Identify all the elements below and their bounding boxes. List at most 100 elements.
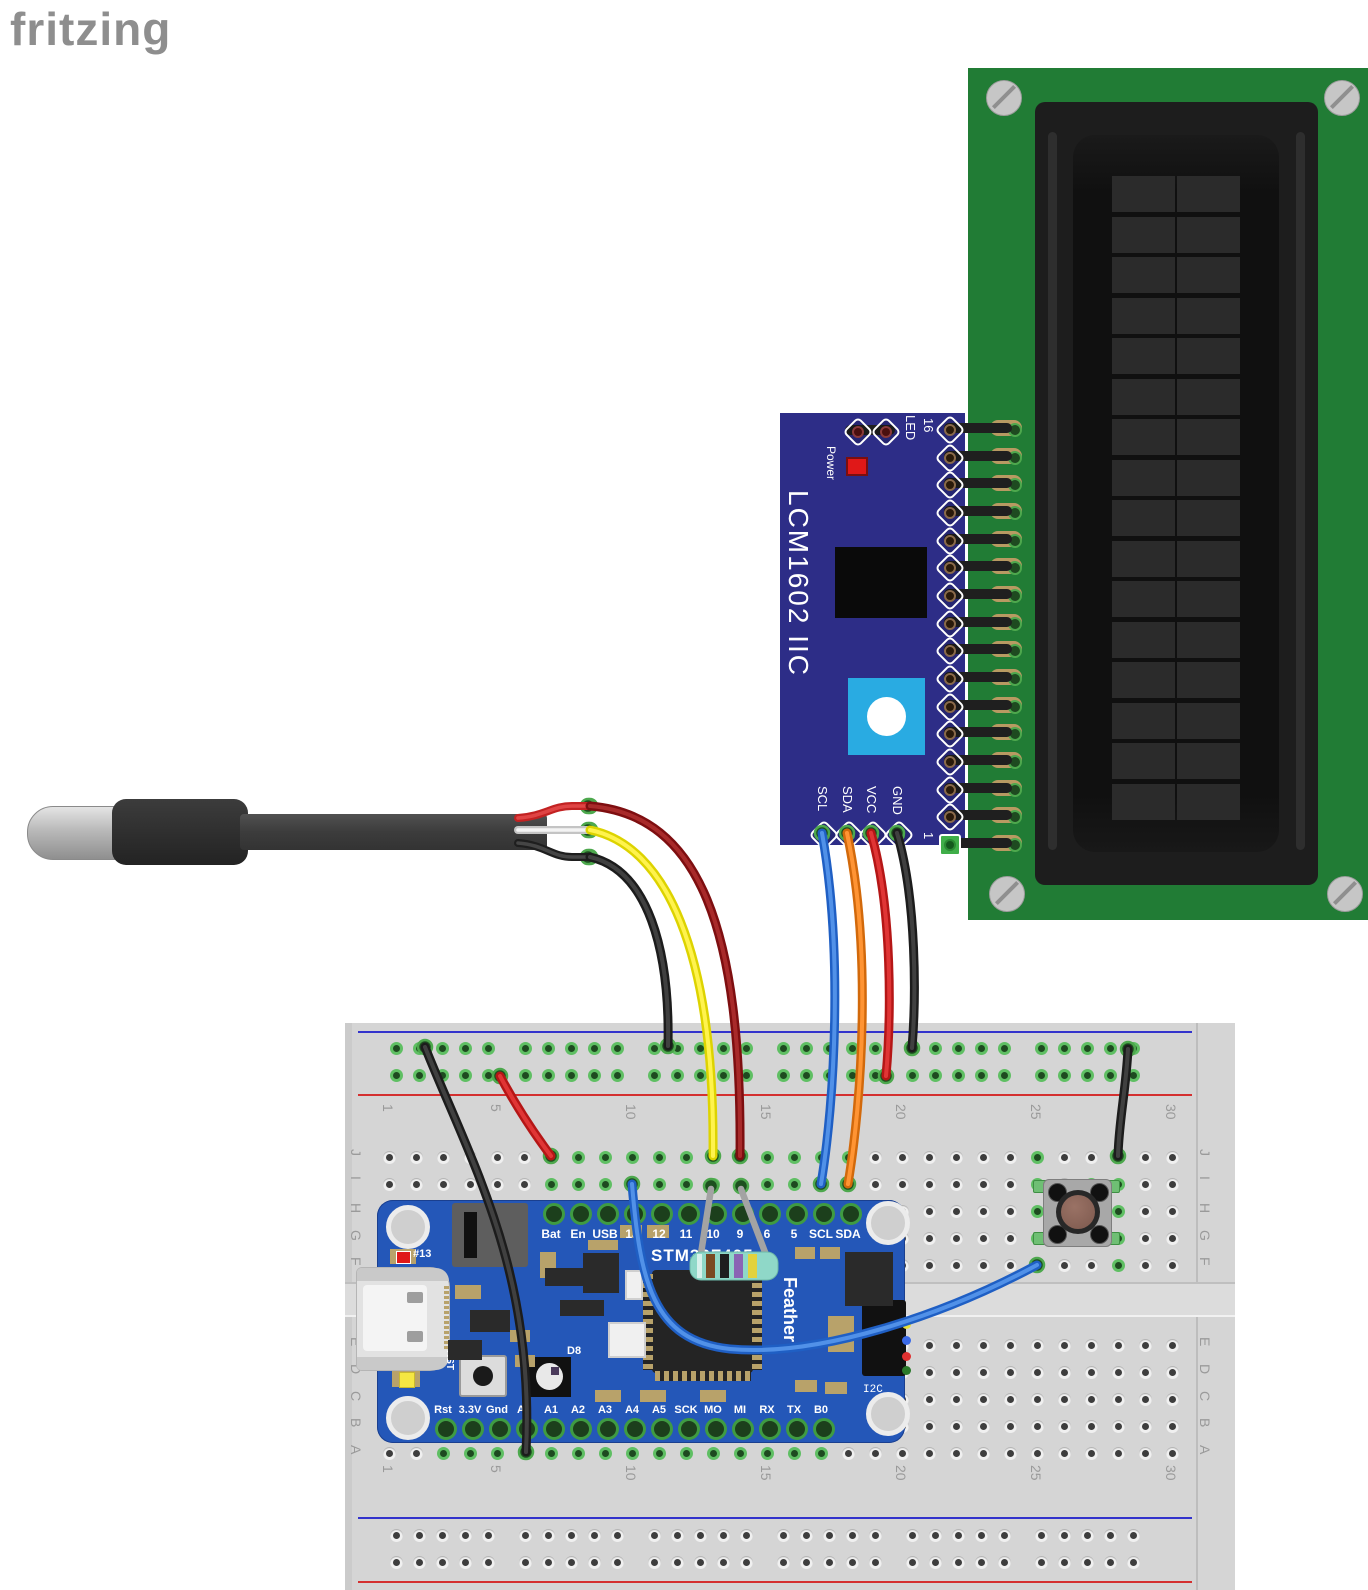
column-number: 20 (893, 1465, 909, 1481)
feather-pin-mi (732, 1418, 754, 1440)
rail-hole (1081, 1529, 1094, 1542)
rail-hole (800, 1069, 813, 1082)
rail-hole (777, 1556, 790, 1569)
rail-hole (1081, 1042, 1094, 1055)
rail-hole (648, 1042, 661, 1055)
row-letter: I (1197, 1176, 1213, 1180)
top-rail-negative-line (358, 1031, 1192, 1033)
breadboard-hole (950, 1339, 963, 1352)
rail-hole (1081, 1556, 1094, 1569)
probe-gnd-wire[interactable] (585, 852, 673, 1051)
mounting-hole (866, 1392, 910, 1436)
rail-hole (542, 1042, 555, 1055)
breadboard-hole (1166, 1232, 1179, 1245)
rail-hole (482, 1069, 495, 1082)
rail-hole (998, 1556, 1011, 1569)
pushbutton[interactable] (1033, 1178, 1120, 1247)
breadboard-hole (842, 1151, 855, 1164)
rail-hole (1058, 1069, 1071, 1082)
lcd-cell (1177, 459, 1240, 496)
contrast-trimpot[interactable] (848, 678, 925, 755)
breadboard-hole (923, 1420, 936, 1433)
usb-c-connector (356, 1267, 450, 1371)
breadboard-hole (1139, 1420, 1152, 1433)
breadboard-hole (869, 1151, 882, 1164)
lcd-cell (1112, 459, 1175, 496)
feather-pin-9 (732, 1203, 754, 1225)
rail-hole (717, 1042, 730, 1055)
lcd-cell (1177, 662, 1240, 698)
smd-component (583, 1253, 619, 1293)
breadboard-hole (1139, 1339, 1152, 1352)
column-number: 15 (758, 1104, 774, 1120)
header-pin (944, 838, 1012, 849)
temperature-probe[interactable] (27, 793, 547, 873)
breadboard-hole (950, 1420, 963, 1433)
lcd-cell (1177, 702, 1240, 739)
breadboard-hole (1004, 1259, 1017, 1272)
lcd-gnd-wire[interactable] (892, 828, 919, 1053)
breadboard-hole (977, 1366, 990, 1379)
rail-hole (929, 1529, 942, 1542)
lcd-16x2-module[interactable] (968, 68, 1368, 920)
breadboard-hole (491, 1151, 504, 1164)
rail-hole (1035, 1069, 1048, 1082)
breadboard-hole (653, 1151, 666, 1164)
rail-hole (519, 1042, 532, 1055)
button-cap[interactable] (1061, 1195, 1095, 1229)
rail-hole (1104, 1042, 1117, 1055)
breadboard-hole (1166, 1393, 1179, 1406)
rail-hole (482, 1556, 495, 1569)
led-jumper-label: LED (903, 415, 918, 441)
lcd-cell (1177, 743, 1240, 779)
breadboard-hole (788, 1178, 801, 1191)
fritzing-logo: fritzing (10, 3, 172, 55)
header-pin (944, 616, 1012, 627)
rail-hole (459, 1529, 472, 1542)
breadboard-hole (842, 1447, 855, 1460)
breadboard-hole (1112, 1366, 1125, 1379)
lcd-cell (1112, 338, 1175, 374)
breadboard-hole (869, 1447, 882, 1460)
rail-hole (611, 1529, 624, 1542)
breadboard-hole (977, 1232, 990, 1245)
feather-pin-a4 (624, 1418, 646, 1440)
rail-hole (952, 1529, 965, 1542)
bottom-rail-positive-line (358, 1581, 1192, 1583)
rail-hole (975, 1556, 988, 1569)
breadboard-hole (761, 1151, 774, 1164)
feather-pin-label: Rst (434, 1404, 452, 1416)
rail-hole (482, 1042, 495, 1055)
rail-hole (588, 1042, 601, 1055)
breadboard-hole (734, 1447, 747, 1460)
breadboard-hole (1139, 1205, 1152, 1218)
feather-pin-5 (786, 1203, 808, 1225)
breadboard-hole (545, 1178, 558, 1191)
row-letter: B (348, 1418, 364, 1428)
rail-hole (1035, 1042, 1048, 1055)
row-letter: F (348, 1257, 364, 1266)
breadboard-hole (572, 1178, 585, 1191)
breadboard-hole (1004, 1447, 1017, 1460)
feather-pin-a5 (651, 1418, 673, 1440)
reset-button[interactable] (459, 1355, 507, 1397)
rail-hole (694, 1042, 707, 1055)
lcd-cell (1112, 662, 1175, 698)
header-pin (944, 589, 1012, 600)
header-pin (944, 727, 1012, 738)
column-number: 25 (1028, 1465, 1044, 1481)
breadboard-hole (1058, 1339, 1071, 1352)
rail-hole (390, 1556, 403, 1569)
stm32-mcu-chip (652, 1270, 753, 1373)
breadboard-hole (1112, 1339, 1125, 1352)
feather-pin-scl (813, 1203, 835, 1225)
breadboard-hole (869, 1178, 882, 1191)
breadboard-hole (1004, 1420, 1017, 1433)
column-number: 15 (758, 1465, 774, 1481)
feather-pin-label: SCK (674, 1404, 698, 1416)
i2c-expander-chip (835, 547, 927, 618)
feather-pin-label: A3 (597, 1404, 613, 1416)
breadboard-hole (1112, 1151, 1125, 1164)
